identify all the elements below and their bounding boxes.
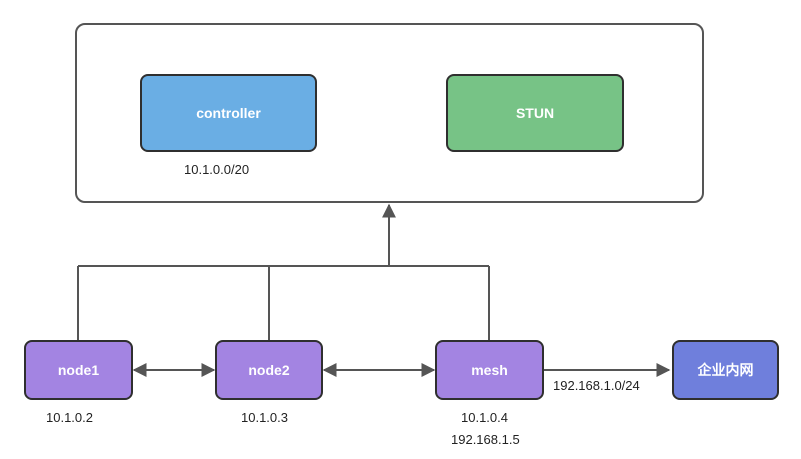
controller-node[interactable]: controller xyxy=(140,74,317,152)
node1-label: node1 xyxy=(57,362,100,378)
stun-label: STUN xyxy=(515,105,555,121)
node2-ip-label: 10.1.0.3 xyxy=(241,410,288,425)
mesh-ip-label: 10.1.0.4 xyxy=(461,410,508,425)
stun-node[interactable]: STUN xyxy=(446,74,624,152)
mesh-label: mesh xyxy=(471,362,508,378)
controller-label: controller xyxy=(196,105,261,121)
node1-ip-label: 10.1.0.2 xyxy=(46,410,93,425)
node2-label: node2 xyxy=(248,362,290,378)
controller-ip-label: 10.1.0.0/20 xyxy=(184,162,250,177)
mesh-node[interactable]: mesh xyxy=(435,340,544,400)
node2-node[interactable]: node2 xyxy=(215,340,323,400)
intranet-label: 企业内网 xyxy=(697,362,754,378)
mesh-ip2-label: 192.168.1.5 xyxy=(451,432,520,447)
mesh-intranet-edge-label: 192.168.1.0/24 xyxy=(553,378,640,393)
intranet-node[interactable]: 企业内网 xyxy=(672,340,779,400)
node1-node[interactable]: node1 xyxy=(24,340,133,400)
